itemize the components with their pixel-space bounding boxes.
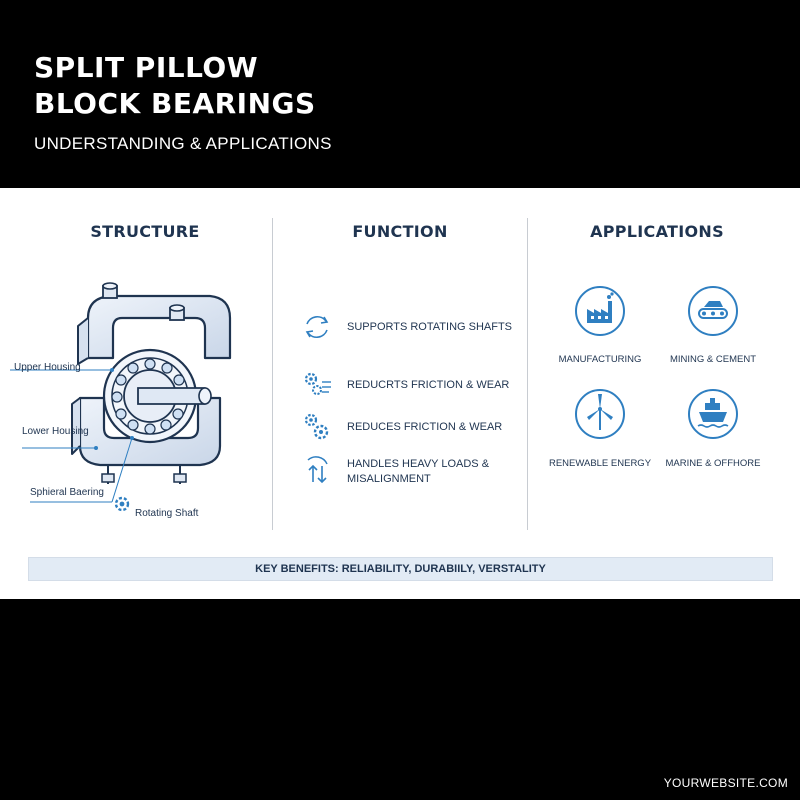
app-label-marine: MARINE & OFFHORE [665,458,761,469]
app-label-manufacturing: MANUFACTURING [558,354,642,365]
app-label-renewable: RENEWABLE ENERGY [548,458,652,469]
gear-icon [114,496,130,512]
applications-heading: APPLICATIONS [590,222,724,241]
function-label: HANDLES HEAVY LOADS & MISALIGNMENT [347,458,490,485]
bearing-diagram [10,282,232,512]
gears-icon [304,413,329,440]
function-label: SUPPORTS ROTATING SHAFTS [347,321,513,333]
callout-lower-housing: Lower Housing [22,426,89,437]
title-line-2: BLOCK BEARINGS [34,87,316,120]
rotate-arrows-icon [305,315,329,339]
column-divider-2 [527,218,528,530]
wind-turbine-icon [575,389,625,439]
function-heading: FUNCTION [352,222,448,241]
key-benefits-bar: KEY BENEFITS: RELIABILITY, DURABIILY, VE… [28,557,773,581]
page-title: SPLIT PILLOW BLOCK BEARINGS [34,50,316,122]
ship-icon [688,389,738,439]
function-item: REDUCRTS FRICTION & WEAR [300,368,520,408]
page-subtitle: UNDERSTANDING & APPLICATIONS [34,134,332,153]
gears-arrows-icon [304,372,331,395]
header-banner: SPLIT PILLOW BLOCK BEARINGS UNDERSTANDIN… [0,0,800,188]
callout-upper-housing: Upper Housing [14,362,81,373]
top-bolt-right [169,304,185,321]
top-bolt-left [102,282,118,299]
callout-rotating-shaft: Rotating Shaft [135,508,199,519]
conveyor-icon [688,286,738,336]
website-url[interactable]: YOURWEBSITE.COM [663,776,788,790]
structure-heading: STRUCTURE [90,222,200,241]
function-item: REDUCES FRICTION & WEAR [300,410,520,450]
callout-spherical-bearing: Sphieral Baering [30,487,104,498]
upper-housing [86,294,232,360]
content-panel: STRUCTURE [0,188,800,599]
function-label: REDUCES FRICTION & WEAR [347,421,503,433]
factory-icon [575,286,625,336]
function-label: REDUCRTS FRICTION & WEAR [347,379,510,391]
load-arrows-icon [307,456,328,484]
app-label-mining: MINING & CEMENT [669,354,757,365]
function-item: SUPPORTS ROTATING SHAFTS [300,310,520,350]
rotating-shaft [137,387,212,405]
function-item: HANDLES HEAVY LOADS & MISALIGNMENT [300,454,520,494]
column-divider-1 [272,218,273,530]
title-line-1: SPLIT PILLOW [34,51,259,84]
